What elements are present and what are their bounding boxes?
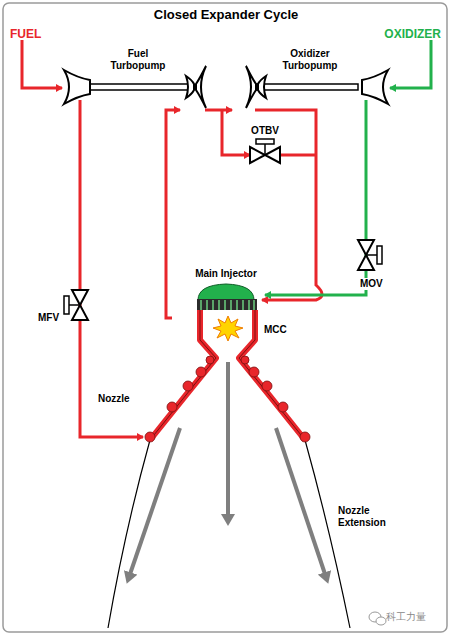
injector-face xyxy=(197,299,257,310)
oxidizer-label: OXIDIZER xyxy=(384,28,441,42)
oxidizer-turbine xyxy=(246,66,266,108)
fuel-turbine xyxy=(186,66,206,108)
frame xyxy=(3,3,447,632)
mov-valve xyxy=(358,240,382,270)
component-label: MCC xyxy=(264,324,287,336)
component-label: Nozzle Extension xyxy=(338,505,398,528)
oxidizer-outlet-line xyxy=(265,100,366,295)
watermark-icon xyxy=(369,612,386,625)
exhaust-arrow xyxy=(128,428,180,580)
turbopump-label: Oxidizer Turbopump xyxy=(275,48,345,71)
turbine-exhaust-line xyxy=(255,110,322,300)
pump-shaft xyxy=(88,84,188,90)
valve-label: MFV xyxy=(38,312,59,324)
valve-label: MOV xyxy=(358,278,385,290)
flame xyxy=(213,316,243,341)
component-label: Main Injector xyxy=(195,268,257,280)
exhaust-arrow xyxy=(226,362,230,522)
diagram-title: Closed Expander Cycle xyxy=(154,8,299,23)
fuel-pump xyxy=(64,70,90,104)
component-label: Nozzle xyxy=(98,393,130,405)
fuel-label: FUEL xyxy=(10,28,41,42)
exhaust-arrow xyxy=(276,428,327,580)
jacket-to-turbine-line xyxy=(166,110,180,318)
turbine-crossover-line xyxy=(205,109,232,112)
valve-label: OTBV xyxy=(251,125,279,137)
pump-shaft xyxy=(252,84,358,90)
fuel-inlet-line xyxy=(22,40,62,88)
mfv-valve xyxy=(64,290,88,320)
oxidizer-inlet-line xyxy=(390,40,431,88)
otbv-bypass-line xyxy=(280,154,316,157)
oxidizer-pump xyxy=(362,70,388,104)
turbopump-label: Fuel Turbopump xyxy=(108,48,168,71)
fuel-pump-outlet-line xyxy=(80,100,143,437)
injector-elements xyxy=(201,300,254,310)
watermark: 科工力量 xyxy=(386,611,426,623)
injector-dome xyxy=(198,284,254,300)
otbv-valve xyxy=(250,139,280,163)
otbv-bypass-line xyxy=(222,110,250,155)
